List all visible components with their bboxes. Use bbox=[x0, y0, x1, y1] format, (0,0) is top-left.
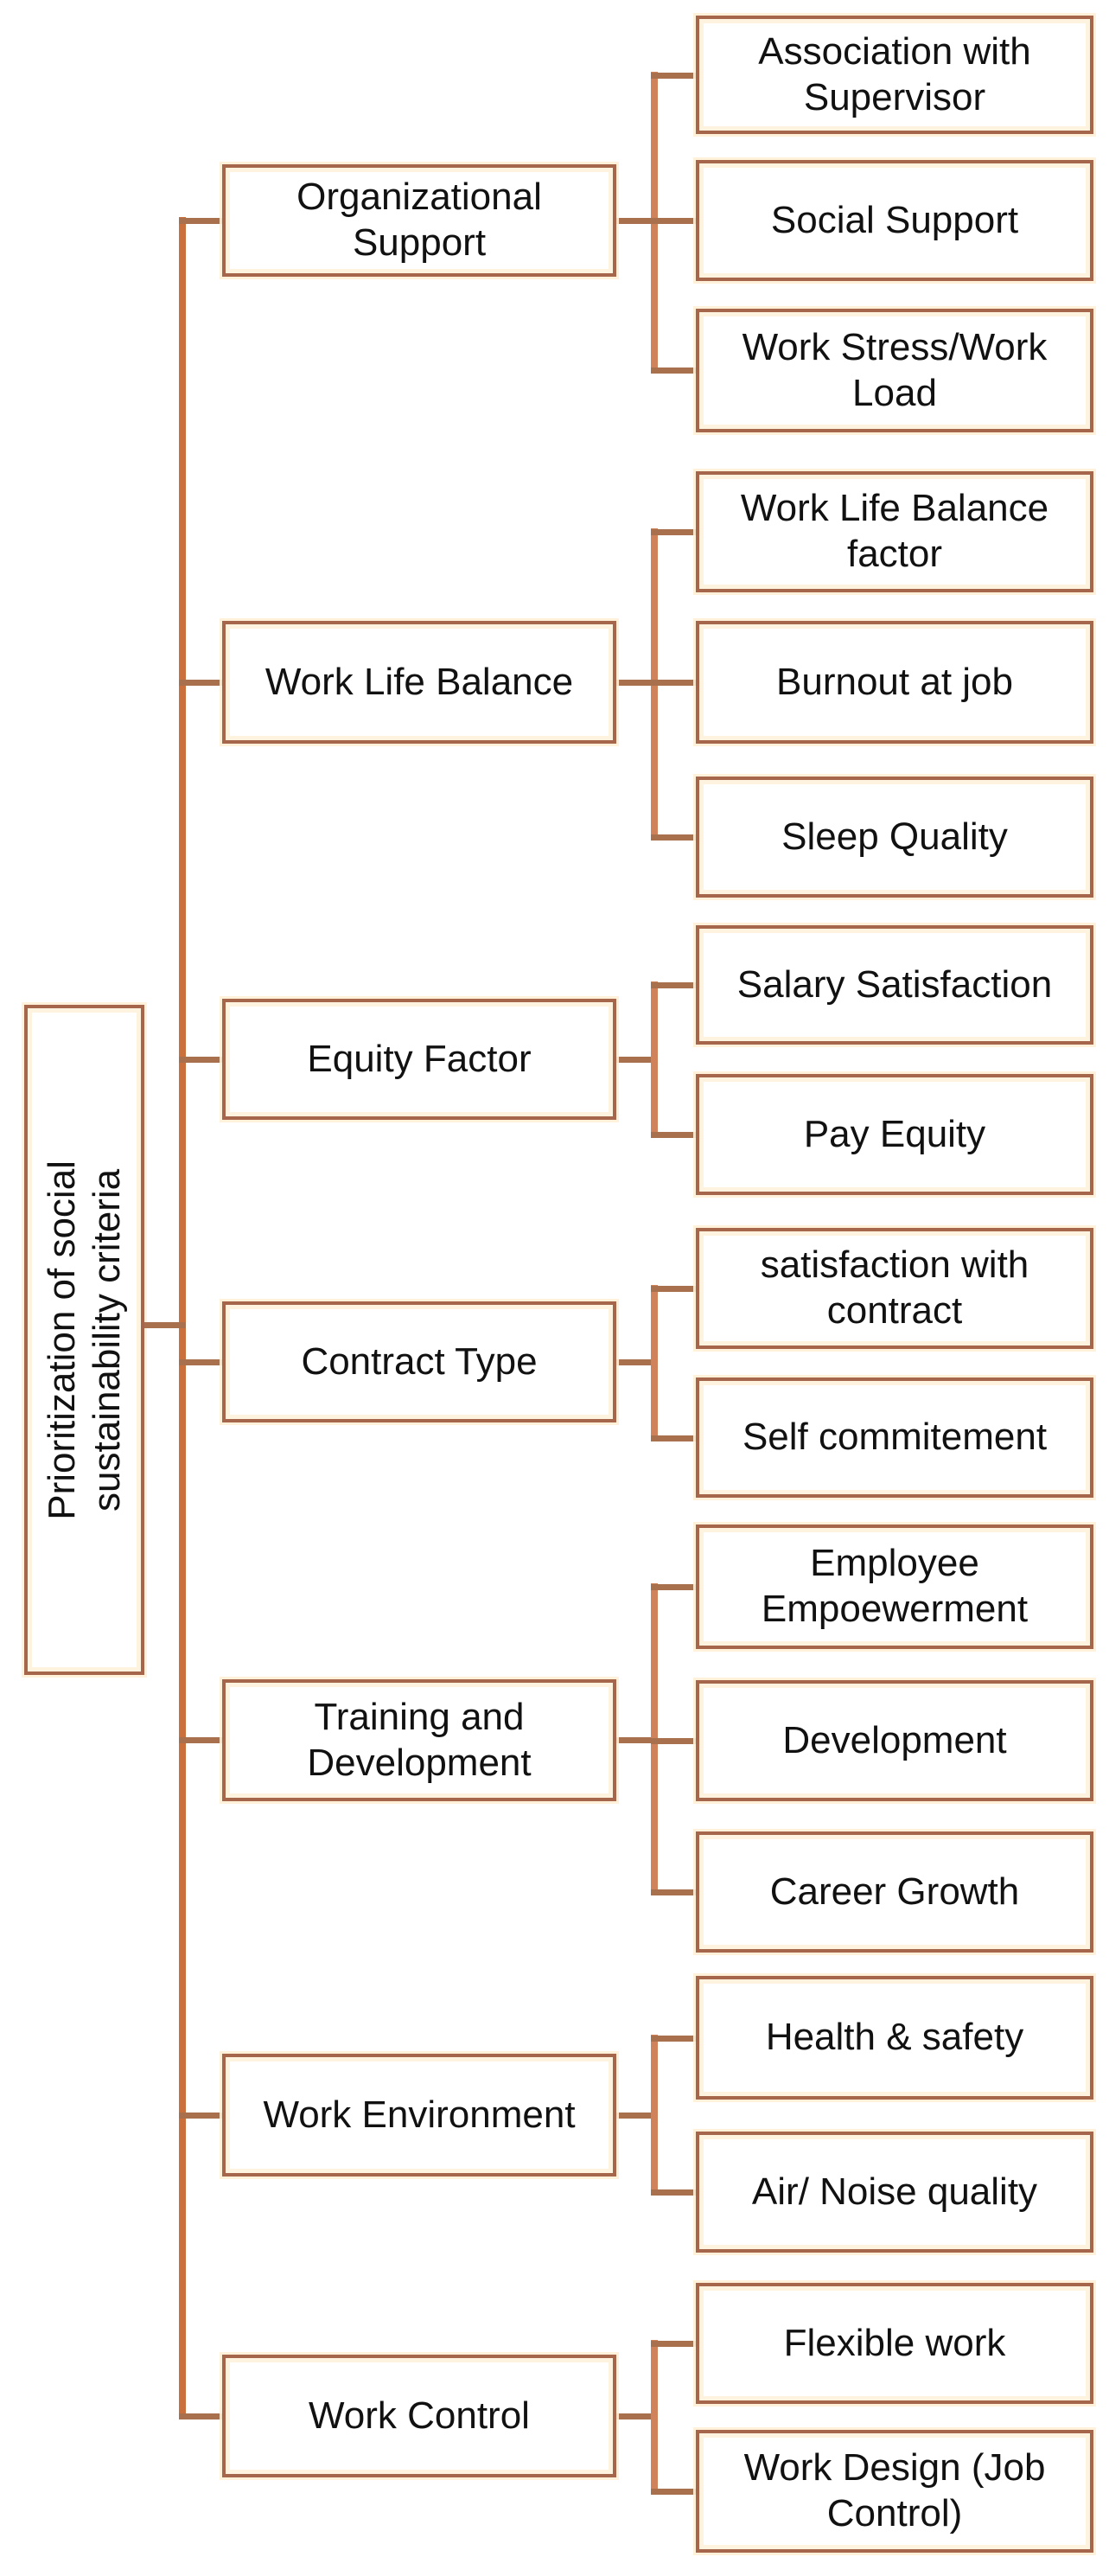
leaf-node-development-label: Development bbox=[782, 1718, 1007, 1761]
connector-trunk-to-training-and-development bbox=[179, 1737, 222, 1743]
group-node-training-and-development-label: Training and Development bbox=[307, 1695, 532, 1784]
connector-to-work-life-balance-factor bbox=[651, 529, 696, 535]
group-node-contract-type: Contract Type bbox=[222, 1301, 616, 1422]
group-node-work-environment: Work Environment bbox=[222, 2054, 616, 2176]
leaf-node-social-support-label: Social Support bbox=[770, 198, 1019, 241]
leaf-node-self-commitement: Self commitement bbox=[696, 1377, 1093, 1498]
connector-to-air-noise-quality bbox=[651, 2189, 696, 2196]
leaf-node-career-growth-label: Career Growth bbox=[769, 1870, 1020, 1913]
leaf-node-work-design-job-control: Work Design (Job Control) bbox=[696, 2430, 1093, 2553]
group-line-work-control bbox=[651, 2340, 658, 2495]
leaf-node-salary-satisfaction-label: Salary Satisfaction bbox=[736, 962, 1053, 1006]
group-node-organizational-support: Organizational Support bbox=[222, 164, 616, 277]
root-label-line2: sustainability criteria bbox=[85, 1168, 128, 1512]
leaf-node-satisfaction-with-contract: satisfaction with contract bbox=[696, 1228, 1093, 1349]
leaf-node-burnout-at-job-label: Burnout at job bbox=[776, 660, 1013, 703]
group-line-contract-type bbox=[651, 1285, 658, 1441]
connector-to-pay-equity bbox=[651, 1132, 696, 1138]
group-node-organizational-support-label: Organizational Support bbox=[296, 176, 542, 264]
connector-to-work-stress-work-load bbox=[651, 368, 696, 374]
connector-to-development bbox=[651, 1738, 696, 1744]
connector-work-control-to-children bbox=[616, 2413, 658, 2419]
connector-work-life-balance-to-children bbox=[616, 680, 658, 686]
leaf-node-career-growth: Career Growth bbox=[696, 1831, 1093, 1953]
connector-work-environment-to-children bbox=[616, 2113, 658, 2119]
leaf-node-satisfaction-with-contract-label: satisfaction with contract bbox=[760, 1243, 1029, 1332]
connector-organizational-support-to-children bbox=[616, 218, 658, 224]
leaf-node-health-safety-label: Health & safety bbox=[765, 2016, 1024, 2059]
connector-to-salary-satisfaction bbox=[651, 982, 696, 988]
group-node-contract-type-label: Contract Type bbox=[301, 1339, 538, 1383]
leaf-node-social-support: Social Support bbox=[696, 160, 1093, 281]
leaf-node-flexible-work-label: Flexible work bbox=[783, 2321, 1006, 2364]
leaf-node-sleep-quality-label: Sleep Quality bbox=[781, 815, 1008, 858]
connector-to-employee-empoewerment bbox=[651, 1584, 696, 1590]
leaf-node-work-stress-work-load-label: Work Stress/Work Load bbox=[742, 325, 1048, 414]
leaf-node-pay-equity-label: Pay Equity bbox=[803, 1112, 986, 1155]
leaf-node-work-stress-work-load: Work Stress/Work Load bbox=[696, 309, 1093, 432]
leaf-node-employee-empoewerment-label: Employee Empoewerment bbox=[761, 1542, 1029, 1630]
connector-training-and-development-to-children bbox=[616, 1737, 658, 1743]
leaf-node-flexible-work: Flexible work bbox=[696, 2283, 1093, 2404]
connector-to-sleep-quality bbox=[651, 834, 696, 841]
connector-trunk-to-organizational-support bbox=[179, 218, 222, 224]
group-line-work-environment bbox=[651, 2035, 658, 2196]
connector-to-social-support bbox=[651, 218, 696, 224]
leaf-node-burnout-at-job: Burnout at job bbox=[696, 621, 1093, 744]
leaf-node-salary-satisfaction: Salary Satisfaction bbox=[696, 925, 1093, 1045]
root-label: Prioritization of social sustainability … bbox=[40, 1160, 130, 1520]
leaf-node-development: Development bbox=[696, 1680, 1093, 1801]
group-node-work-life-balance-label: Work Life Balance bbox=[265, 660, 574, 703]
connector-to-work-design-job-control bbox=[651, 2489, 696, 2495]
group-node-work-environment-label: Work Environment bbox=[263, 2093, 576, 2136]
connector-to-burnout-at-job bbox=[651, 680, 696, 686]
group-node-equity-factor-label: Equity Factor bbox=[307, 1037, 532, 1080]
group-node-equity-factor: Equity Factor bbox=[222, 999, 616, 1120]
leaf-node-health-safety: Health & safety bbox=[696, 1976, 1093, 2100]
leaf-node-work-design-job-control-label: Work Design (Job Control) bbox=[743, 2446, 1046, 2534]
connector-trunk-to-work-environment bbox=[179, 2113, 222, 2119]
connector-trunk-to-equity-factor bbox=[179, 1057, 222, 1063]
connector-to-career-growth bbox=[651, 1889, 696, 1895]
group-node-training-and-development: Training and Development bbox=[222, 1679, 616, 1801]
leaf-node-air-noise-quality-label: Air/ Noise quality bbox=[751, 2170, 1038, 2213]
root-node: Prioritization of social sustainability … bbox=[24, 1005, 144, 1675]
leaf-node-employee-empoewerment: Employee Empoewerment bbox=[696, 1525, 1093, 1649]
connector-to-flexible-work bbox=[651, 2341, 696, 2347]
connector-equity-factor-to-children bbox=[616, 1057, 658, 1063]
leaf-node-association-with-supervisor-label: Association with Supervisor bbox=[758, 29, 1031, 118]
leaf-node-air-noise-quality: Air/ Noise quality bbox=[696, 2132, 1093, 2253]
connector-to-health-safety bbox=[651, 2036, 696, 2042]
group-line-equity-factor bbox=[651, 981, 658, 1138]
connector-trunk-to-work-life-balance bbox=[179, 680, 222, 686]
root-connector bbox=[144, 1322, 186, 1328]
leaf-node-pay-equity: Pay Equity bbox=[696, 1074, 1093, 1195]
leaf-node-sleep-quality: Sleep Quality bbox=[696, 777, 1093, 898]
leaf-node-self-commitement-label: Self commitement bbox=[742, 1416, 1048, 1459]
connector-trunk-to-work-control bbox=[179, 2413, 222, 2419]
connector-trunk-to-contract-type bbox=[179, 1359, 222, 1365]
connector-to-satisfaction-with-contract bbox=[651, 1286, 696, 1292]
leaf-node-association-with-supervisor: Association with Supervisor bbox=[696, 16, 1093, 134]
connector-to-self-commitement bbox=[651, 1435, 696, 1441]
group-node-work-control-label: Work Control bbox=[309, 2394, 530, 2437]
group-node-work-life-balance: Work Life Balance bbox=[222, 621, 616, 744]
connector-to-association-with-supervisor bbox=[651, 73, 696, 79]
trunk-line bbox=[179, 217, 186, 2419]
group-node-work-control: Work Control bbox=[222, 2355, 616, 2477]
connector-contract-type-to-children bbox=[616, 1359, 658, 1365]
root-label-line1: Prioritization of social bbox=[40, 1160, 83, 1520]
leaf-node-work-life-balance-factor: Work Life Balance factor bbox=[696, 471, 1093, 592]
leaf-node-work-life-balance-factor-label: Work Life Balance factor bbox=[740, 487, 1049, 575]
